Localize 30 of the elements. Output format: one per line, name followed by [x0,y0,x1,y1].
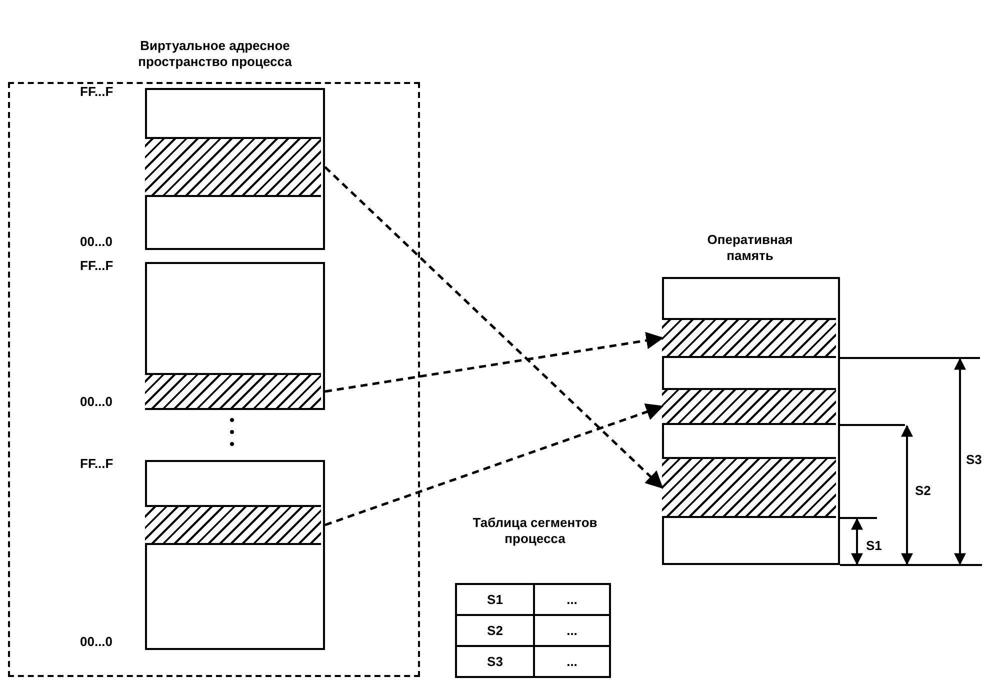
address-label: FF...F [80,258,114,273]
dimension-label: S1 [866,538,882,553]
arrow [324,166,664,489]
address-space-block [145,262,325,410]
address-space-block [145,460,325,650]
address-label: FF...F [80,84,114,99]
arrow [324,332,664,393]
hatched-segment [662,388,836,425]
hatched-segment [145,373,321,410]
hatched-segment [662,457,836,518]
table-cell: ... [533,583,611,616]
address-space-block [145,88,325,250]
address-label: FF...F [80,456,114,471]
heading: Виртуальное адресное пространство процесса [137,38,293,70]
address-label: 00...0 [80,234,113,249]
address-label: 00...0 [80,394,113,409]
table-cell: S1 [455,583,535,616]
table-cell: ... [533,645,611,678]
address-label: 00...0 [80,634,113,649]
hatched-segment [662,318,836,358]
table-cell: S3 [455,645,535,678]
table-title: Таблица сегментов процесса [472,515,598,547]
memory-block [662,277,840,565]
dimension-label: S3 [966,452,982,467]
arrow [324,403,664,526]
hatched-segment [145,137,321,197]
hatched-segment [145,505,321,545]
dashed-frame [8,82,420,677]
dimension-label: S2 [915,483,931,498]
heading: Оперативная память [706,232,794,264]
